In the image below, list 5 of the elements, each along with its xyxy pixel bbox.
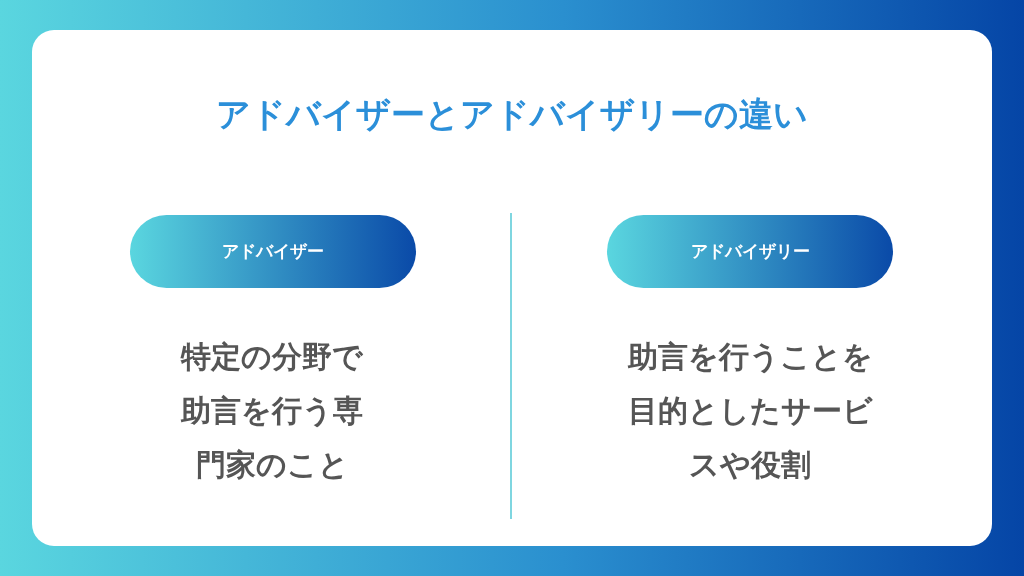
pill-label: アドバイザリー <box>607 215 893 288</box>
description-text: 特定の分野で助言を行う専門家のこと <box>179 338 364 484</box>
pill-label: アドバイザー <box>130 215 416 288</box>
description-text: 助言を行うことを目的としたサービスや役割 <box>626 338 874 484</box>
title: アドバイザーとアドバイザリーの違い <box>215 93 809 136</box>
